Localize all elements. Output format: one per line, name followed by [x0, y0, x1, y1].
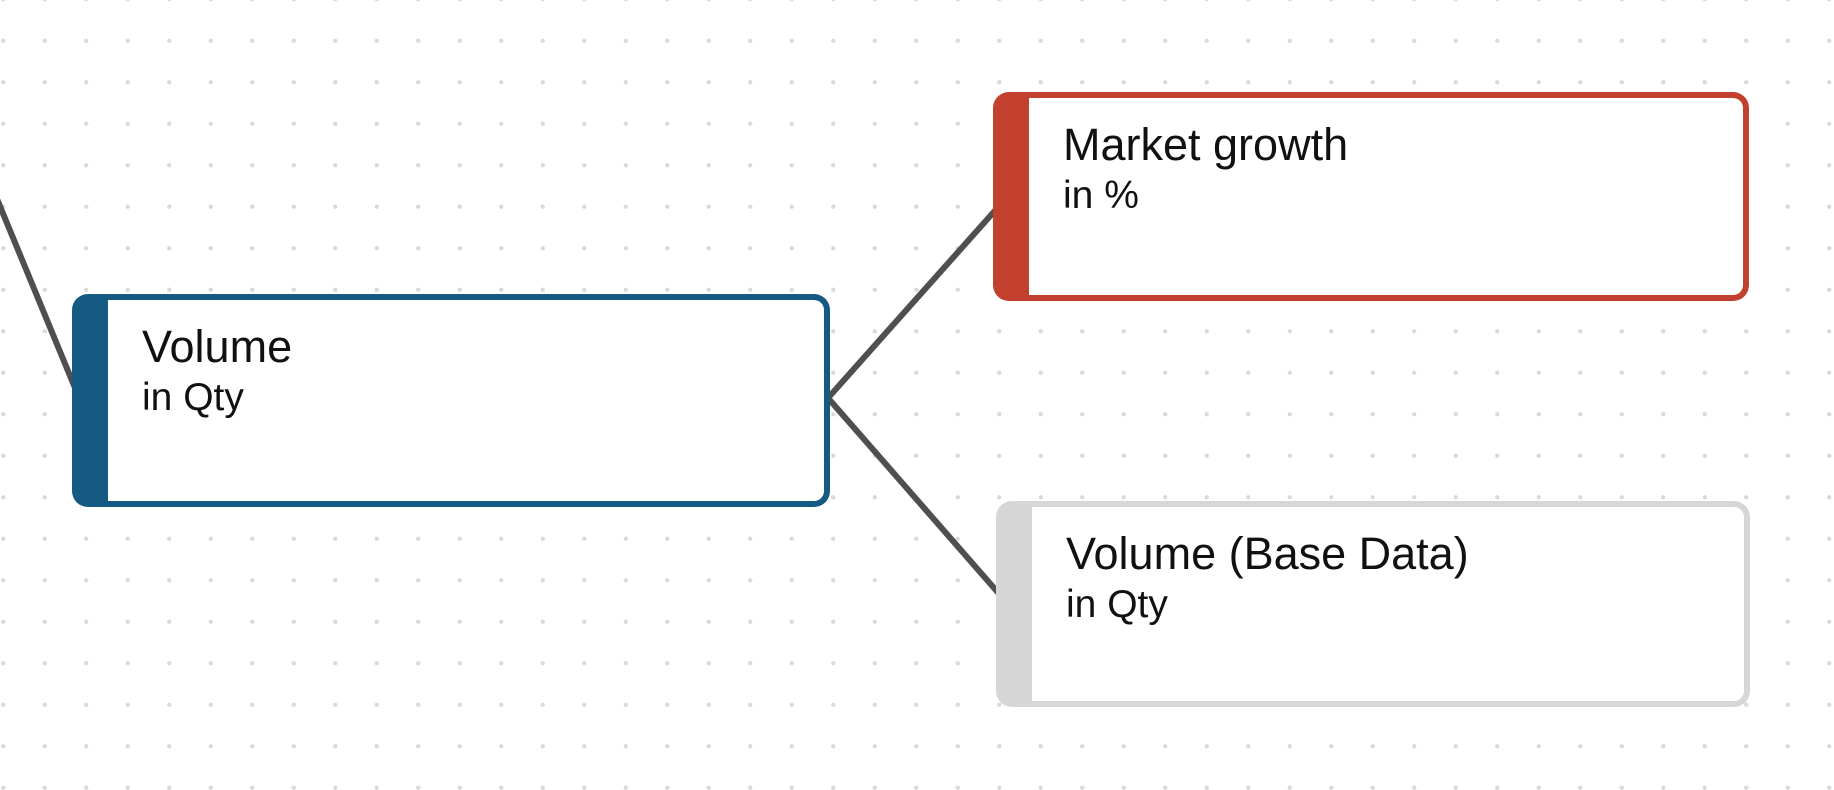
edge-volume-to-market-growth [825, 194, 1011, 400]
node-volume-base-data[interactable]: Volume (Base Data) in Qty [996, 501, 1750, 707]
node-volume[interactable]: Volume in Qty [72, 294, 830, 507]
edge-volume-to-volume-base-data [825, 396, 1011, 606]
node-text: Volume (Base Data) in Qty [1032, 507, 1744, 630]
node-unit: in Qty [1066, 583, 1168, 626]
node-text: Volume in Qty [108, 300, 824, 423]
node-title: Volume [142, 321, 293, 372]
node-title: Market growth [1063, 119, 1349, 170]
node-unit: in Qty [142, 376, 244, 419]
node-title: Volume (Base Data) [1066, 528, 1469, 579]
node-unit: in % [1063, 174, 1139, 217]
node-market-growth[interactable]: Market growth in % [993, 92, 1749, 301]
node-text: Market growth in % [1029, 98, 1743, 221]
edge-offscreen-to-volume [0, 198, 83, 402]
